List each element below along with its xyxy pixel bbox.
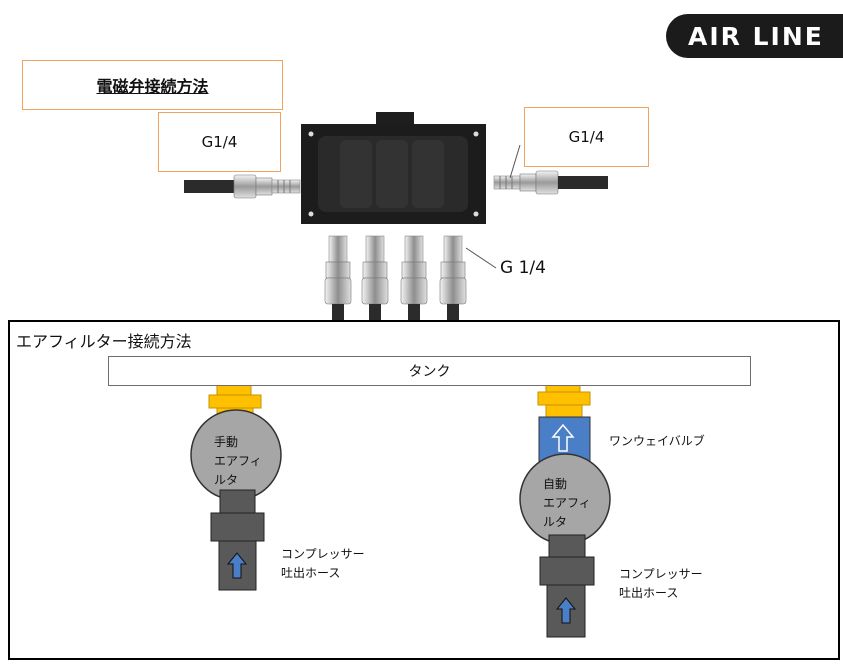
solenoid-title: 電磁弁接続方法 — [96, 77, 209, 96]
left-port-label-box: G1/4 — [158, 112, 281, 172]
bottom-port-label: G 1/4 — [500, 258, 546, 278]
right-port-label-box: G1/4 — [524, 107, 649, 167]
logo-text: AIR LINE — [688, 21, 824, 51]
auto-fitting-bottom — [545, 404, 583, 418]
solenoid-title-box: 電磁弁接続方法 — [22, 60, 283, 110]
left-port-label: G1/4 — [201, 133, 238, 151]
manual-filter-label-line3: ルタ — [214, 473, 239, 487]
manual-filter-label-line1: 手動 — [214, 435, 239, 449]
solenoid-valve-body — [301, 112, 486, 224]
auto-filter-coupler — [539, 556, 595, 586]
one-way-valve-label: ワンウェイバルブ — [609, 434, 705, 448]
tank-bar: タンク — [108, 356, 751, 386]
air-filter-panel-title: エアフィルター接続方法 — [16, 332, 192, 351]
auto-hose-label: コンプレッサー 吐出ホース — [619, 565, 703, 603]
auto-flow-arrow-icon — [555, 597, 577, 624]
auto-filter-assembly — [519, 377, 611, 638]
auto-hose-label-line2: 吐出ホース — [619, 586, 679, 600]
auto-filter-label-line1: 自動 — [543, 477, 568, 491]
manual-filter-label: 手動 エアフィ ルタ — [214, 433, 262, 490]
auto-hose-label-line1: コンプレッサー — [619, 567, 703, 581]
manual-flow-arrow-icon — [226, 552, 248, 579]
bottom-outlet-fittings — [324, 235, 467, 320]
manual-hose-label-line2: 吐出ホース — [281, 566, 341, 580]
manual-filter-assembly — [190, 381, 282, 591]
manual-hose-label: コンプレッサー 吐出ホース — [281, 545, 365, 583]
auto-filter-label-line3: ルタ — [543, 515, 568, 529]
auto-filter-label: 自動 エアフィ ルタ — [543, 475, 591, 532]
bottom-port-leader-line — [465, 247, 497, 269]
air-line-logo: AIR LINE — [666, 14, 843, 58]
manual-hose-label-line1: コンプレッサー — [281, 547, 365, 561]
manual-fitting-flange — [208, 394, 262, 409]
valve-flow-arrow-icon — [551, 423, 575, 452]
manual-filter-coupler — [210, 512, 265, 542]
manual-filter-label-line2: エアフィ — [214, 454, 262, 468]
tank-label: タンク — [408, 364, 451, 380]
right-hose-fitting — [493, 170, 608, 195]
manual-filter-neck — [219, 489, 256, 516]
right-port-label: G1/4 — [568, 128, 605, 146]
solenoid-valve-illustration — [184, 112, 608, 320]
auto-filter-label-line2: エアフィ — [543, 496, 591, 510]
right-port-leader-line — [509, 144, 521, 179]
left-hose-fitting — [184, 174, 301, 199]
auto-fitting-flange — [537, 391, 591, 406]
auto-filter-neck — [548, 534, 586, 561]
